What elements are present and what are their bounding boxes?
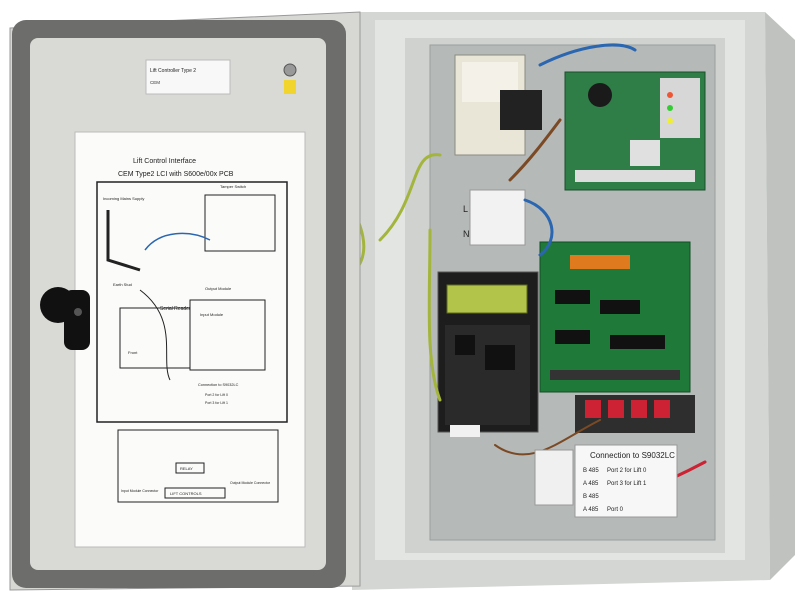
label-relay: RELAY (180, 466, 193, 471)
label-front: Front (128, 350, 138, 355)
sticker-text: Port 0 (607, 507, 624, 513)
bottom-terminal-block (534, 449, 574, 506)
io-board (539, 241, 691, 393)
label-incoming: Incoming Mains Supply (103, 196, 144, 201)
sticker-pin: A 485 (583, 507, 599, 513)
diagram-subtitle: CEM Type2 LCI with S600e/00x PCB (118, 171, 234, 178)
sticker-pin: A 485 (583, 481, 599, 487)
relay-row (575, 395, 695, 433)
power-supply-board (564, 71, 706, 191)
label-port2: Port 2 for Lift 0 (205, 393, 228, 397)
label-lift-control: LIFT CONTROLS (170, 491, 202, 496)
connection-sticker: Connection to S9032LC B 485 Port 2 for L… (574, 444, 678, 518)
label-output-connector: Output Module Connector (230, 481, 271, 485)
diagram-title: Lift Control Interface (133, 158, 196, 165)
earth-tag (284, 80, 296, 94)
sticker-pin: B 485 (583, 494, 599, 500)
product-label-line1: Lift Controller Type 2 (150, 68, 196, 74)
label-connection: Connection to S9032LC (198, 383, 239, 387)
sticker-title: Connection to S9032LC (590, 451, 675, 460)
label-tamper: Tamper Switch (220, 184, 246, 189)
sticker-text: Port 3 for Lift 1 (607, 481, 647, 487)
product-label-line2: CEM (150, 80, 160, 85)
door-product-label: Lift Controller Type 2 CEM (145, 59, 231, 95)
lcd-display (446, 284, 528, 314)
sticker-pin: B 485 (583, 468, 599, 474)
label-input-connector: Input Module Connector (121, 489, 159, 493)
transformer (454, 54, 542, 156)
terminal-n-label: N (463, 229, 470, 239)
label-input: Input Module (200, 312, 224, 317)
door-lock-handle[interactable] (40, 287, 90, 350)
label-output: Output Module (205, 286, 232, 291)
sticker-text: Port 2 for Lift 0 (607, 468, 647, 474)
label-earth: Earth Stud (113, 282, 132, 287)
mains-terminal-block: L N (463, 189, 526, 246)
label-serial: Serial Reader (160, 306, 191, 312)
earth-stud (283, 63, 297, 77)
wiring-diagram-sheet: Lift Control Interface CEM Type2 LCI wit… (74, 131, 306, 548)
controller-board (437, 271, 539, 437)
label-port3: Port 3 for Lift 1 (205, 401, 228, 405)
terminal-l-label: L (463, 204, 468, 214)
